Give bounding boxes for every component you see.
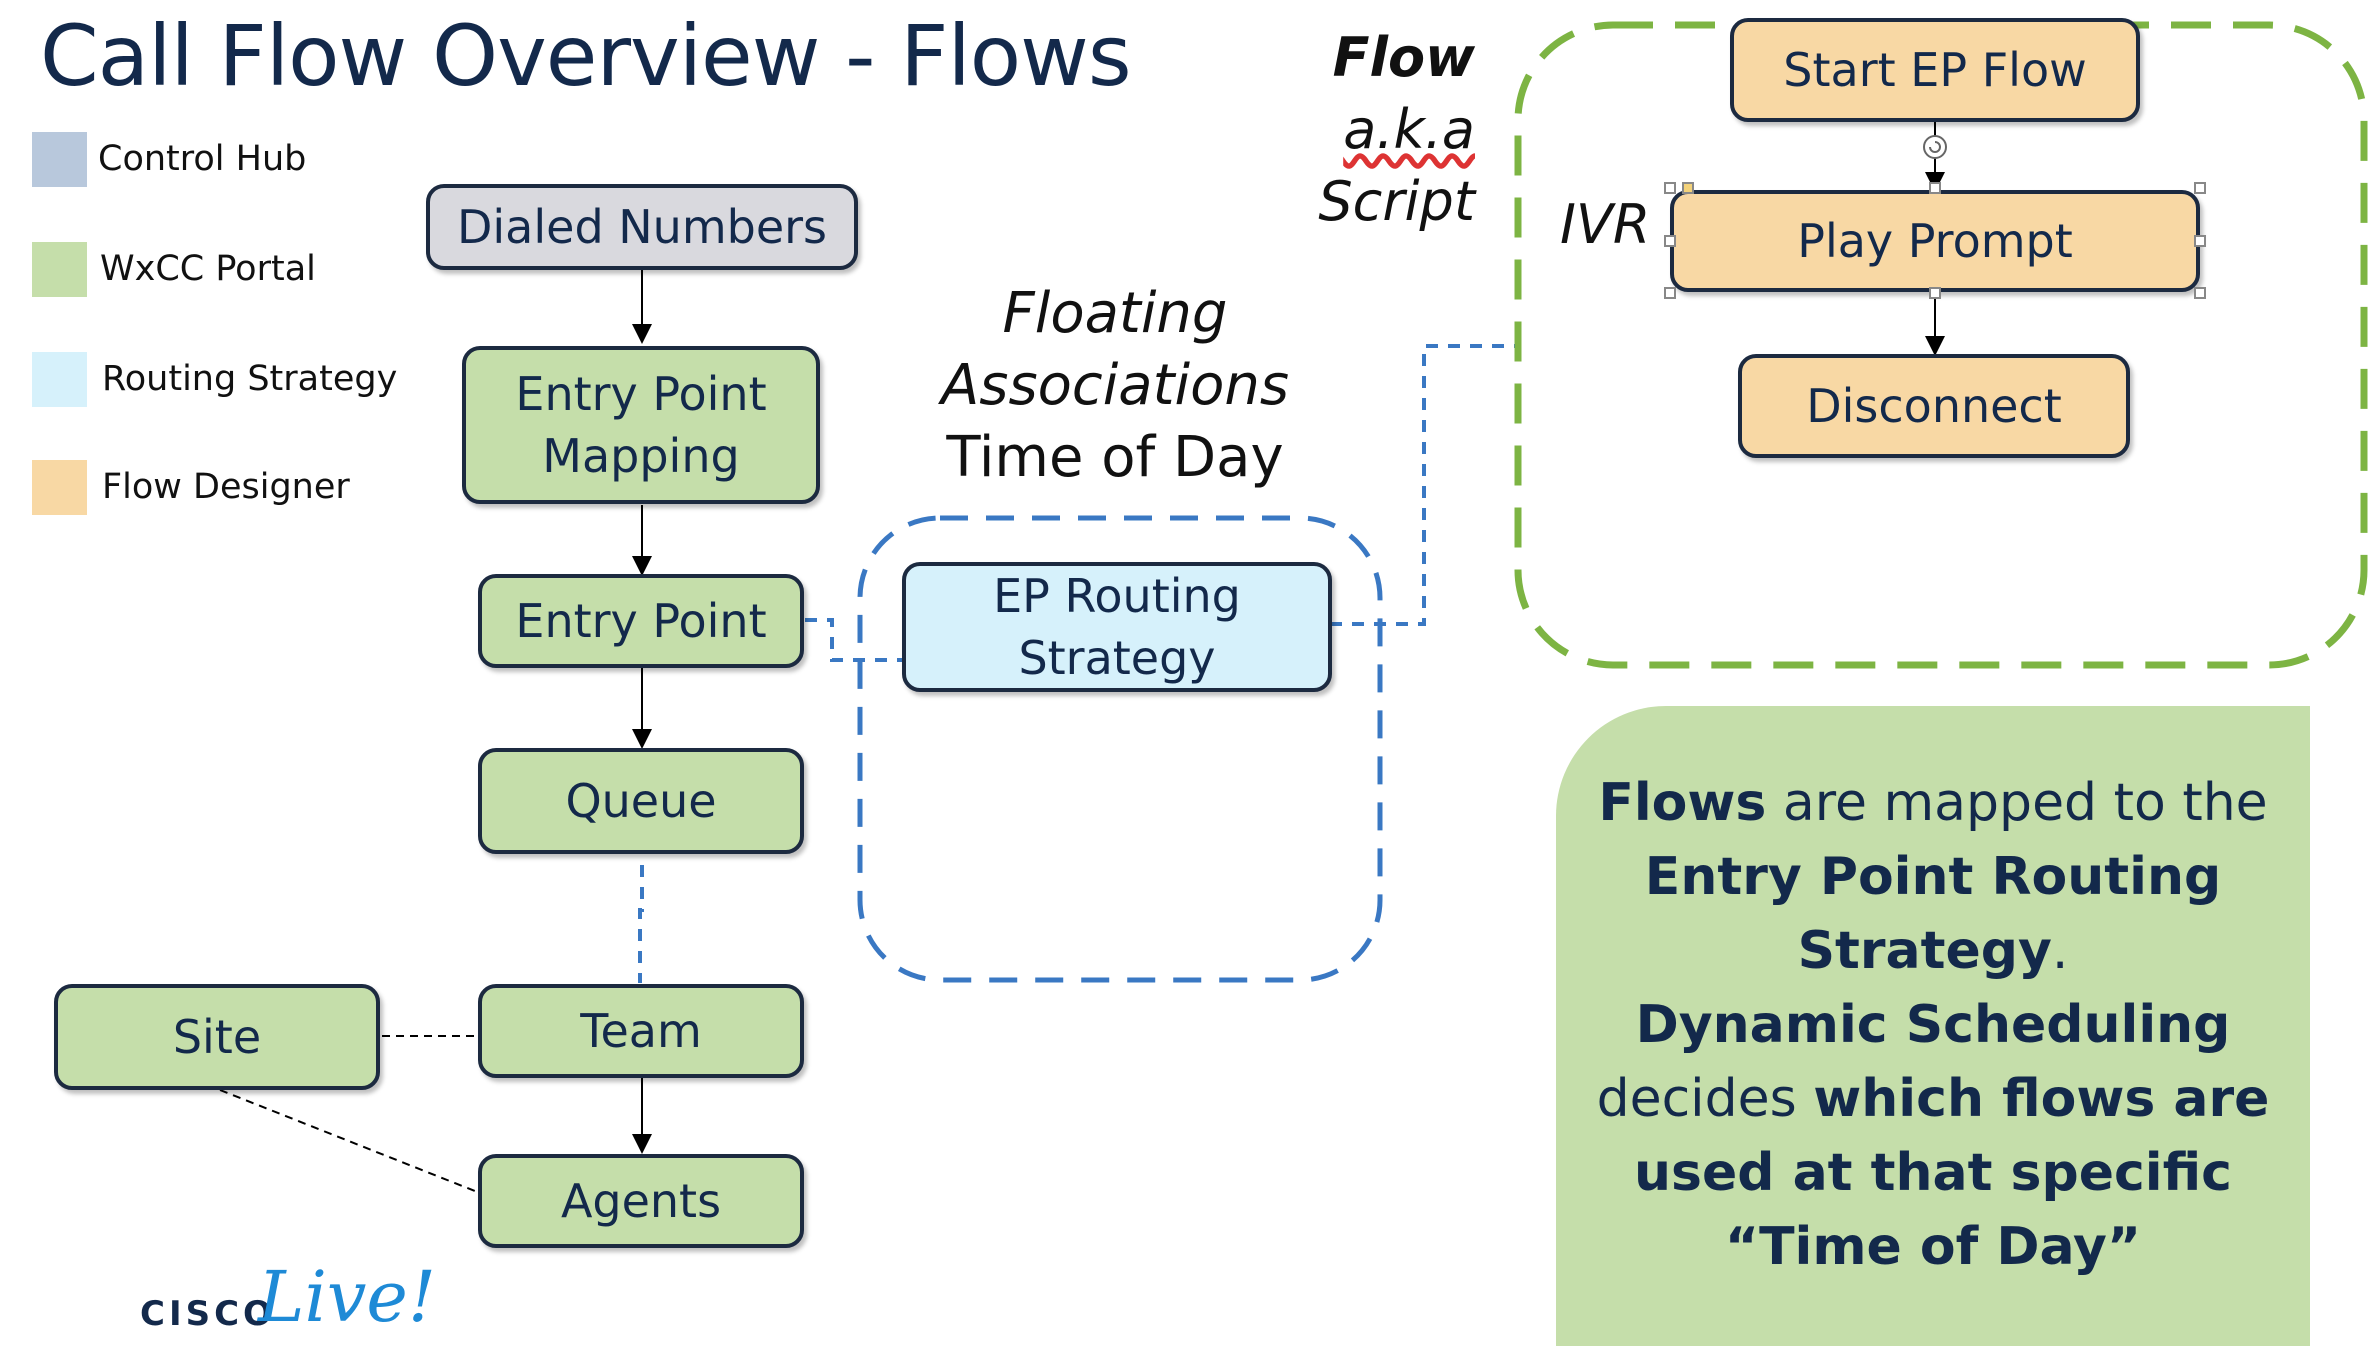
node-agents[interactable]: Agents: [478, 1154, 804, 1248]
cisco-live-script-logo: Live!: [258, 1256, 436, 1338]
node-play-prompt-label: Play Prompt: [1797, 214, 2073, 268]
legend-label-wxcc-portal: WxCC Portal: [100, 249, 316, 289]
node-dialed-numbers-label: Dialed Numbers: [456, 200, 828, 254]
node-team-label: Team: [580, 1004, 702, 1058]
flow-label-line2: a.k.a: [1343, 98, 1475, 161]
node-site-label: Site: [172, 1010, 262, 1064]
node-entry-point-mapping-line1: Entry Point: [515, 367, 767, 421]
callout-p1-bold: Flows: [1598, 773, 1767, 833]
callout-p3-bold: Dynamic Scheduling: [1635, 995, 2231, 1055]
node-dialed-numbers[interactable]: Dialed Numbers: [426, 184, 858, 270]
flow-label-line1: Flow: [1332, 26, 1475, 89]
flow-label-line3: Script: [1318, 170, 1475, 233]
legend-swatch-wxcc-portal: [32, 242, 87, 297]
flows-callout: Flows are mapped to the Entry Point Rout…: [1556, 706, 2310, 1346]
callout-p4-bold: which flows are used at that specific “T…: [1634, 1069, 2270, 1277]
floating-line2: Associations: [940, 353, 1290, 418]
floating-associations-label: Floating Associations Time of Day: [880, 278, 1350, 494]
floating-line1: Floating: [1002, 281, 1228, 346]
selection-handle-br[interactable]: [2194, 287, 2206, 299]
selection-handle-bl[interactable]: [1664, 287, 1676, 299]
node-play-prompt[interactable]: Play Prompt: [1670, 190, 2200, 292]
dash-routing-to-flow: [1330, 344, 1518, 626]
legend-label-routing-strategy: Routing Strategy: [102, 359, 398, 399]
node-start-ep-flow[interactable]: Start EP Flow: [1730, 18, 2140, 122]
legend-swatch-routing-strategy: [32, 352, 87, 407]
callout-p1-rest: are mapped to the: [1766, 773, 2268, 833]
selection-handle-mr[interactable]: [2194, 235, 2206, 247]
callout-p2-rest: .: [2051, 921, 2069, 981]
ivr-label: IVR: [1560, 193, 1651, 256]
node-entry-point-mapping-line2: Mapping: [542, 429, 740, 483]
node-team[interactable]: Team: [478, 984, 804, 1078]
dash-entry-to-routing: [805, 618, 905, 662]
legend-swatch-control-hub: [32, 132, 87, 187]
node-disconnect[interactable]: Disconnect: [1738, 354, 2130, 458]
flow-aka-script-label: Flow a.k.a Script: [1280, 22, 1475, 238]
node-entry-point-label: Entry Point: [515, 594, 767, 648]
dash-queue-to-team: [638, 865, 644, 983]
cisco-logo: CISCO: [140, 1294, 276, 1334]
selection-handle-tl2[interactable]: [1682, 182, 1694, 194]
dash-site-to-agents: [219, 1089, 486, 1196]
callout-p2-bold: Entry Point Routing Strategy: [1644, 847, 2222, 981]
node-entry-point-mapping[interactable]: Entry Point Mapping: [462, 346, 820, 504]
callout-p4-rest: decides: [1596, 1069, 1814, 1129]
selection-handle-tr[interactable]: [2194, 182, 2206, 194]
node-queue[interactable]: Queue: [478, 748, 804, 854]
node-site[interactable]: Site: [54, 984, 380, 1090]
legend-label-control-hub: Control Hub: [98, 139, 307, 179]
selection-handle-bm[interactable]: [1929, 287, 1941, 299]
node-start-ep-flow-label: Start EP Flow: [1783, 43, 2087, 97]
node-queue-label: Queue: [565, 774, 717, 828]
legend-label-flow-designer: Flow Designer: [102, 467, 350, 507]
node-ep-routing-strategy[interactable]: EP Routing Strategy: [902, 562, 1332, 692]
node-entry-point[interactable]: Entry Point: [478, 574, 804, 668]
selection-handle-tl[interactable]: [1664, 182, 1676, 194]
node-disconnect-label: Disconnect: [1806, 379, 2062, 433]
node-ep-routing-line1: EP Routing: [993, 569, 1241, 623]
node-ep-routing-line2: Strategy: [1018, 631, 1216, 685]
node-agents-label: Agents: [560, 1174, 722, 1228]
floating-line3: Time of Day: [946, 425, 1284, 490]
legend-swatch-flow-designer: [32, 460, 87, 515]
selection-handle-tm[interactable]: [1929, 182, 1941, 194]
rotate-handle-icon: [1923, 135, 1947, 159]
selection-handle-ml[interactable]: [1664, 235, 1676, 247]
page-title: Call Flow Overview - Flows: [40, 7, 1132, 105]
